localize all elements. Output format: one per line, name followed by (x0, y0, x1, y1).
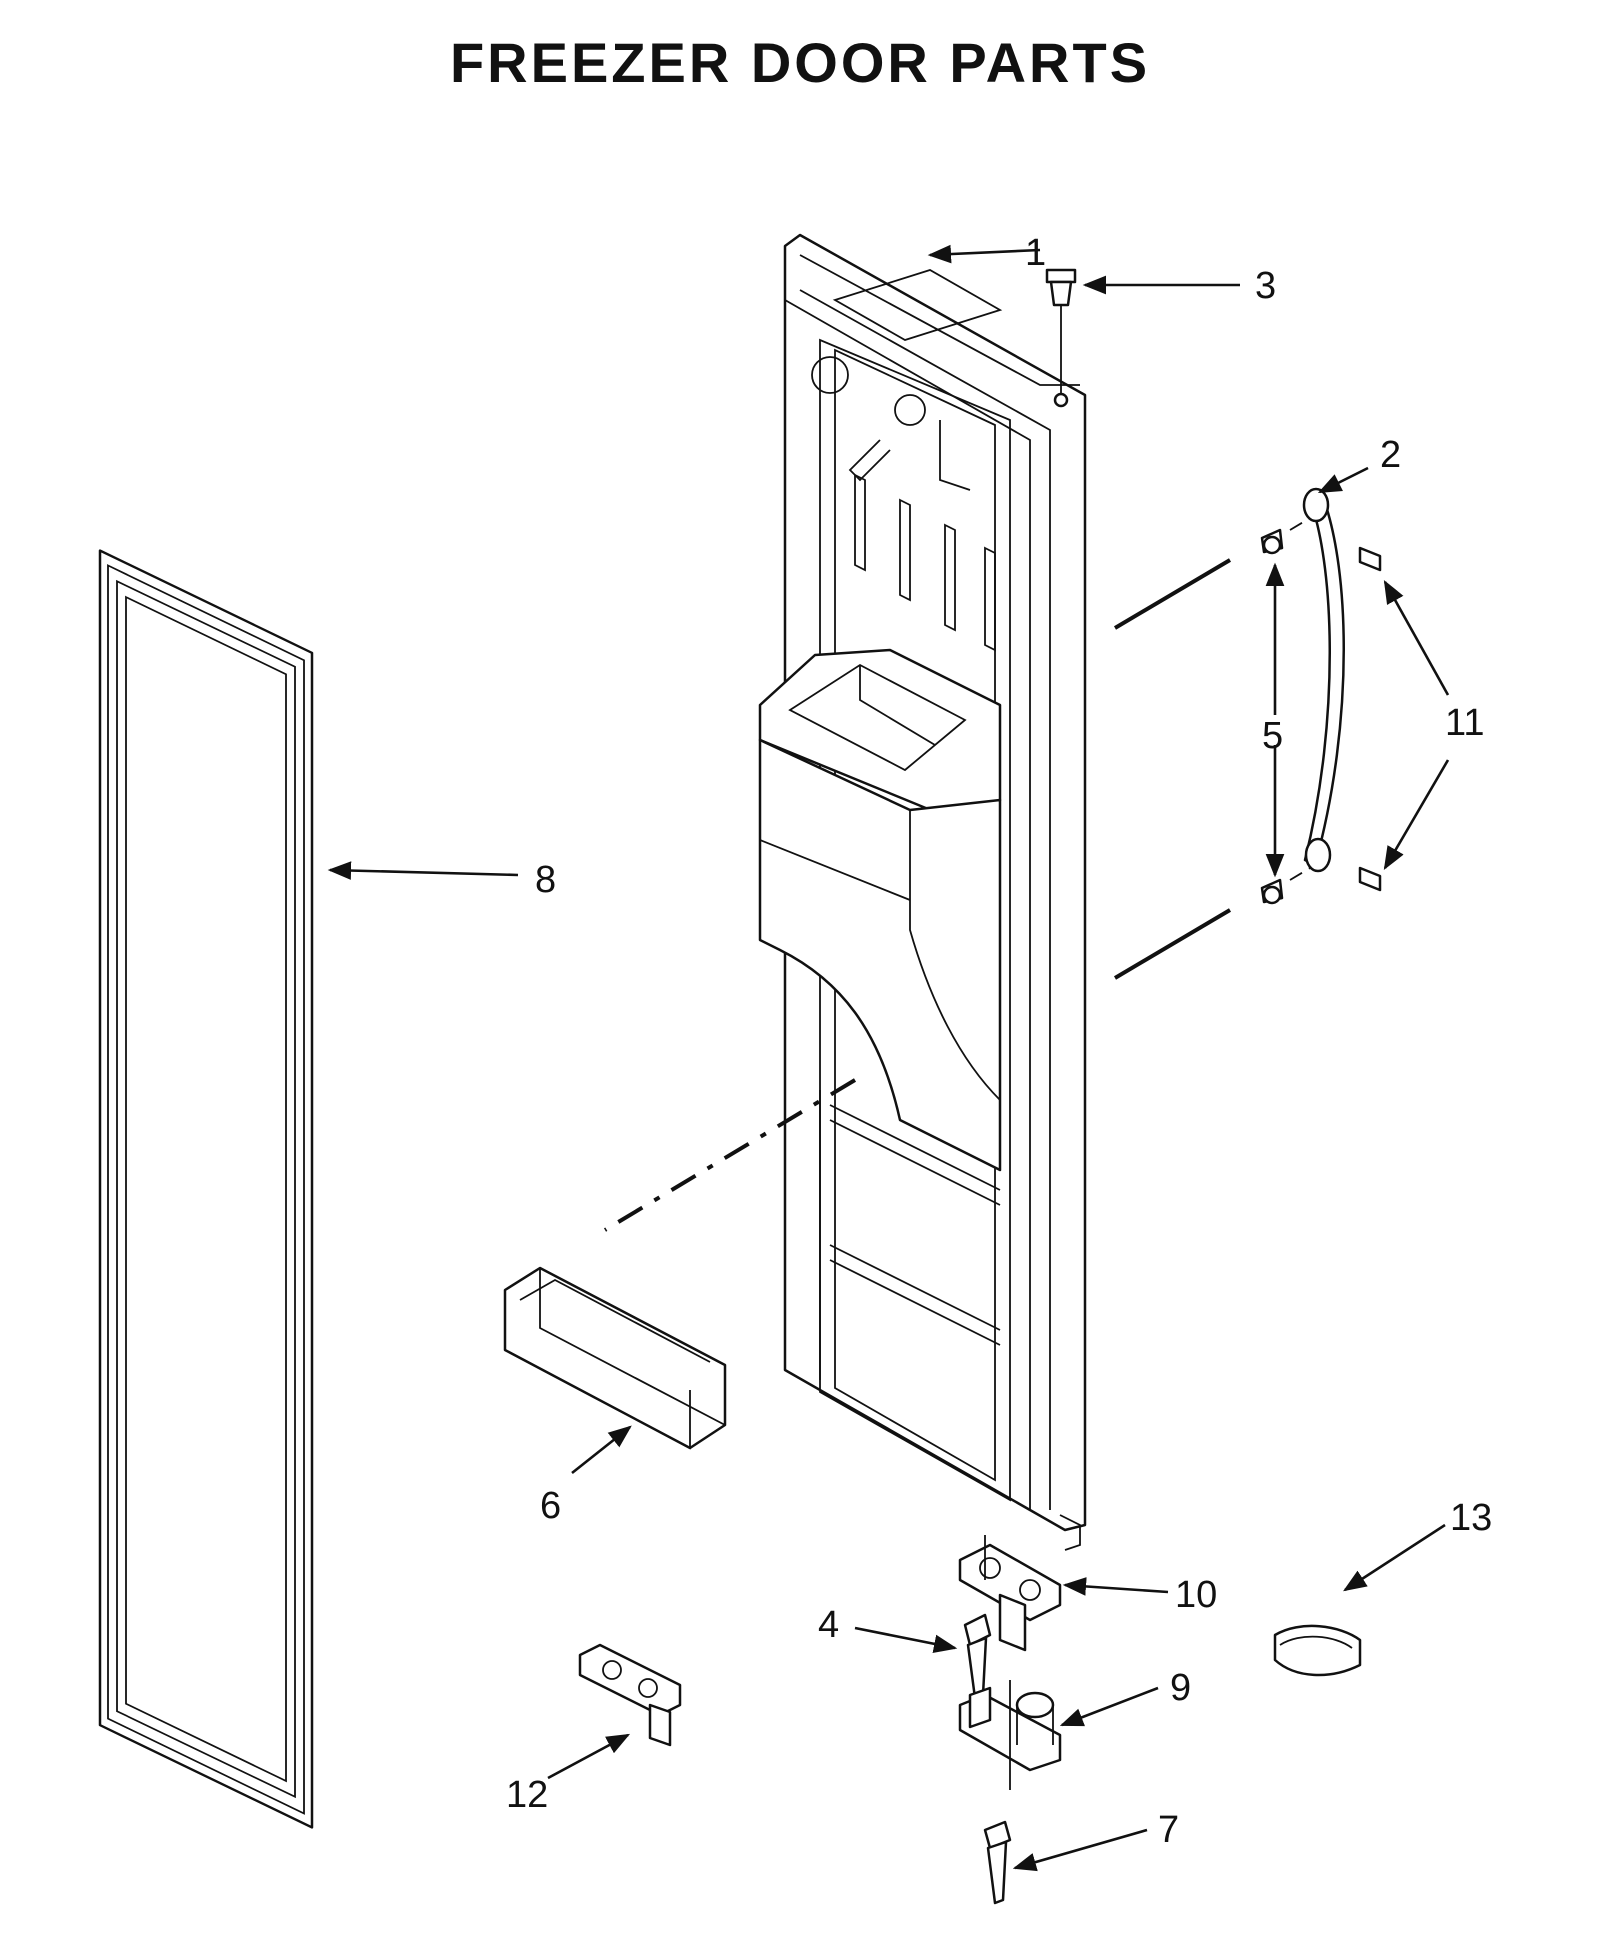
callout-1: 1 (1025, 232, 1046, 274)
hinge-screw-lower (983, 1820, 1012, 1905)
callout-7: 7 (1158, 1809, 1179, 1851)
callout-12: 12 (506, 1774, 548, 1816)
door-gasket (98, 549, 314, 1829)
assembly-lines (603, 517, 1311, 1232)
callout-10: 10 (1175, 1574, 1217, 1616)
hinge-cover (1273, 1624, 1362, 1677)
door-bin (503, 1266, 727, 1450)
callout-6: 6 (540, 1485, 561, 1527)
lower-hinge (958, 1680, 1062, 1790)
callout-9: 9 (1170, 1667, 1191, 1709)
callout-3: 3 (1255, 265, 1276, 307)
hinge-bracket-lower (578, 1643, 682, 1747)
callout-8: 8 (535, 859, 556, 901)
door-handle (1302, 487, 1345, 873)
leader-arrows (327, 244, 1450, 1872)
callout-13: 13 (1450, 1497, 1492, 1539)
callout-11: 11 (1445, 702, 1484, 744)
diagram-title: FREEZER DOOR PARTS (449, 31, 1151, 94)
set-screws (1358, 546, 1382, 892)
callout-4: 4 (818, 1604, 839, 1646)
freezer-door (758, 233, 1087, 1551)
hinge-screw-upper (963, 1613, 992, 1700)
callout-2: 2 (1380, 434, 1401, 476)
hinge-bracket-upper (958, 1535, 1062, 1652)
callout-labels: 1 2 3 4 5 6 7 8 9 10 11 12 13 (506, 232, 1492, 1851)
callout-5: 5 (1262, 715, 1283, 757)
handle-studs (1260, 528, 1284, 905)
top-plug (1045, 268, 1077, 408)
